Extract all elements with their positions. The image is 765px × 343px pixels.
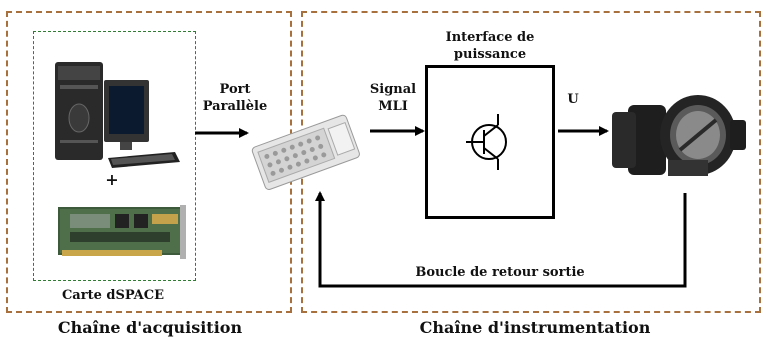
interface-label-line1: Interface de <box>445 30 535 45</box>
interface-label-line2: puissance <box>453 47 527 62</box>
port-label-line1: Port <box>219 82 251 97</box>
computer-icon <box>55 62 180 168</box>
plus-sign: + <box>105 170 119 189</box>
power-interface-box <box>425 65 555 219</box>
signal-label-line2: MLI <box>378 99 408 114</box>
feedback-label: Boucle de retour sortie <box>415 265 585 280</box>
feedback-loop-line <box>315 191 687 288</box>
port-label-line2: Parallèle <box>202 99 268 114</box>
dspace-board-icon <box>58 205 186 259</box>
instrumentation-chain-title: Chaîne d'instrumentation <box>419 318 651 337</box>
throttle-valve-icon <box>612 95 746 176</box>
signal-label-line1: Signal <box>369 82 417 97</box>
transistor-icon <box>466 114 507 170</box>
carte-dspace-label: Carte dSPACE <box>61 288 165 303</box>
u-label: U <box>567 92 579 107</box>
parallel-port-connector-icon <box>251 114 360 190</box>
acquisition-chain-title: Chaîne d'acquisition <box>57 318 243 337</box>
dspace-card-frame <box>33 31 196 281</box>
